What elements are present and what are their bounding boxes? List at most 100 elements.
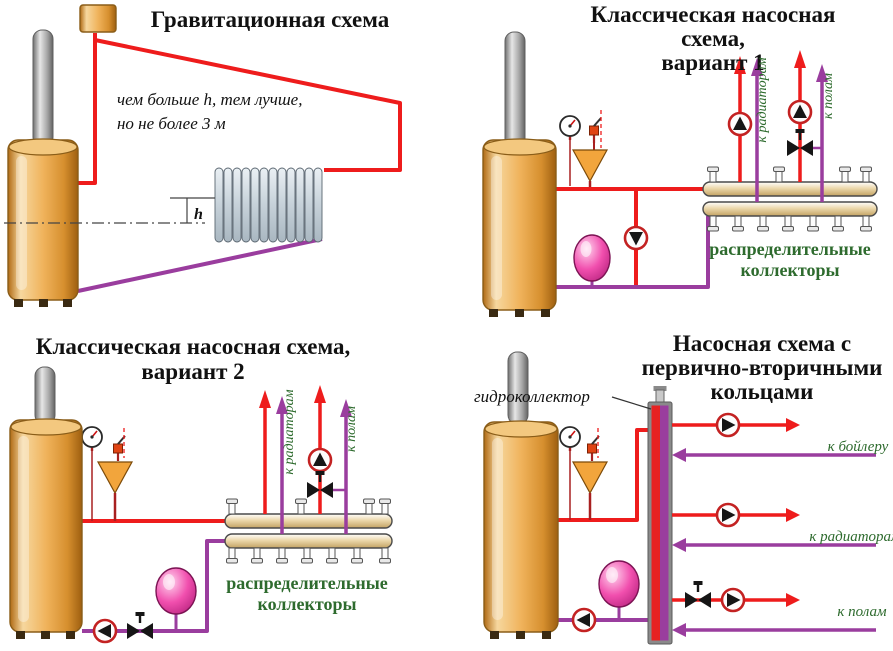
pressure-gauge: [80, 425, 104, 453]
manifold-return: [702, 201, 878, 217]
return-pipe: [556, 216, 710, 289]
manifold-stub: [301, 547, 313, 564]
pump: [787, 99, 813, 125]
manifold-stub: [757, 215, 769, 232]
supply-arrow: [786, 418, 800, 432]
manifold-stub: [351, 547, 363, 564]
chimney: [32, 29, 54, 147]
manifold-stub: [860, 215, 872, 232]
hydro-collector: [647, 386, 673, 645]
pump: [720, 587, 746, 613]
to-radiators-label: к радиаторам: [282, 389, 297, 474]
manifold-stub: [860, 166, 872, 183]
manifold-caption-line1: распределительные: [709, 239, 871, 259]
manifold-supply: [224, 513, 393, 529]
boiler-safety-group: [558, 110, 609, 187]
manifold-stub: [226, 498, 238, 515]
pump: [715, 502, 741, 528]
pump: [727, 111, 753, 137]
variant2-title-line2: вариант 2: [141, 359, 244, 384]
supply-pipe: [558, 428, 648, 522]
manifold-stub: [832, 215, 844, 232]
mixing-valve: [683, 579, 713, 610]
manifold-stub: [226, 547, 238, 564]
pressure-gauge: [558, 114, 582, 142]
return-arrow: [340, 399, 352, 417]
return-pipe-sloped: [77, 237, 323, 293]
boiler-safety-group: [80, 425, 134, 521]
return-arrow: [672, 538, 686, 552]
hydro-pointer-line: [611, 396, 652, 410]
variant1-title-line1: Классическая насосная: [591, 2, 836, 27]
pump: [623, 225, 649, 251]
pressure-gauge: [558, 425, 582, 453]
manifold-stub: [732, 215, 744, 232]
dirt-filter: [571, 149, 609, 183]
expansion-tank: [573, 234, 611, 287]
manifold-caption-line1: распределительные: [226, 573, 388, 593]
return-arrow: [672, 448, 686, 462]
manifold-return: [224, 533, 393, 549]
safety-valve: [112, 434, 127, 463]
supply-arrow: [794, 50, 806, 68]
boiler-safety-group: [558, 425, 609, 520]
supply-arrow: [786, 508, 800, 522]
primary-secondary-title-line3: кольцами: [711, 379, 814, 404]
manifold-stub: [276, 547, 288, 564]
gravity-scheme: h Гравитационная схема чем больше h, тем…: [4, 4, 402, 307]
pump: [307, 447, 333, 473]
boiler: [483, 420, 559, 639]
pump: [571, 607, 597, 633]
boiler: [482, 138, 557, 317]
radiator: [214, 167, 323, 243]
manifold-stub: [326, 547, 338, 564]
dirt-filter: [571, 461, 609, 495]
return-arrow: [816, 64, 828, 82]
expansion-tank-open: [79, 4, 117, 33]
manifold-stub: [773, 166, 785, 183]
manifold-stub: [295, 498, 307, 515]
pump: [92, 618, 118, 644]
supply-arrow: [259, 390, 271, 408]
primary-secondary-scheme: Насосная схема с первично-вторичными кол…: [474, 331, 893, 645]
gravity-note-line2: но не более 3 м: [117, 114, 226, 133]
height-label: h: [194, 206, 203, 223]
primary-secondary-title-line1: Насосная схема с: [673, 331, 851, 356]
mixing-valve: [125, 610, 155, 641]
hydro-collector-label: гидроколлектор: [474, 387, 590, 406]
return-arrow: [276, 396, 288, 414]
manifold-stub: [707, 166, 719, 183]
manifold-caption-line2: коллекторы: [740, 260, 839, 280]
supply-arrow: [734, 56, 746, 74]
variant1-title-line2: схема,: [681, 26, 745, 51]
dirt-filter: [96, 461, 134, 495]
boiler: [9, 418, 83, 639]
pump: [715, 412, 741, 438]
variant1-title-line3: вариант 1: [661, 50, 764, 75]
manifold-stub: [839, 166, 851, 183]
return-pipe: [82, 539, 225, 633]
manifold-stub: [251, 547, 263, 564]
supply-arrow: [314, 385, 326, 403]
pump-scheme-variant2: Классическая насосная схема, вариант 2 к…: [9, 334, 393, 644]
safety-valve: [586, 434, 601, 463]
manifold-stub: [379, 547, 391, 564]
to-boiler-label: к бойлеру: [828, 439, 889, 455]
gravity-note-line1: чем больше h, тем лучше,: [117, 90, 302, 109]
chimney: [34, 366, 56, 425]
to-floors-label: к полам: [344, 406, 359, 452]
boiler: [7, 138, 79, 307]
chimney: [504, 31, 526, 149]
supply-arrow: [786, 593, 800, 607]
safety-valve: [588, 116, 603, 145]
to-floors-label: к полам: [837, 604, 887, 620]
to-radiators-label: к радиаторам: [809, 529, 893, 545]
to-radiators-label: к радиаторам: [755, 57, 770, 142]
manifold-supply: [702, 181, 878, 197]
return-arrow: [672, 623, 686, 637]
pump-scheme-variant1: Классическая насосная схема, вариант 1 к…: [482, 2, 878, 317]
manifold-stub: [807, 215, 819, 232]
manifold-stub: [363, 498, 375, 515]
